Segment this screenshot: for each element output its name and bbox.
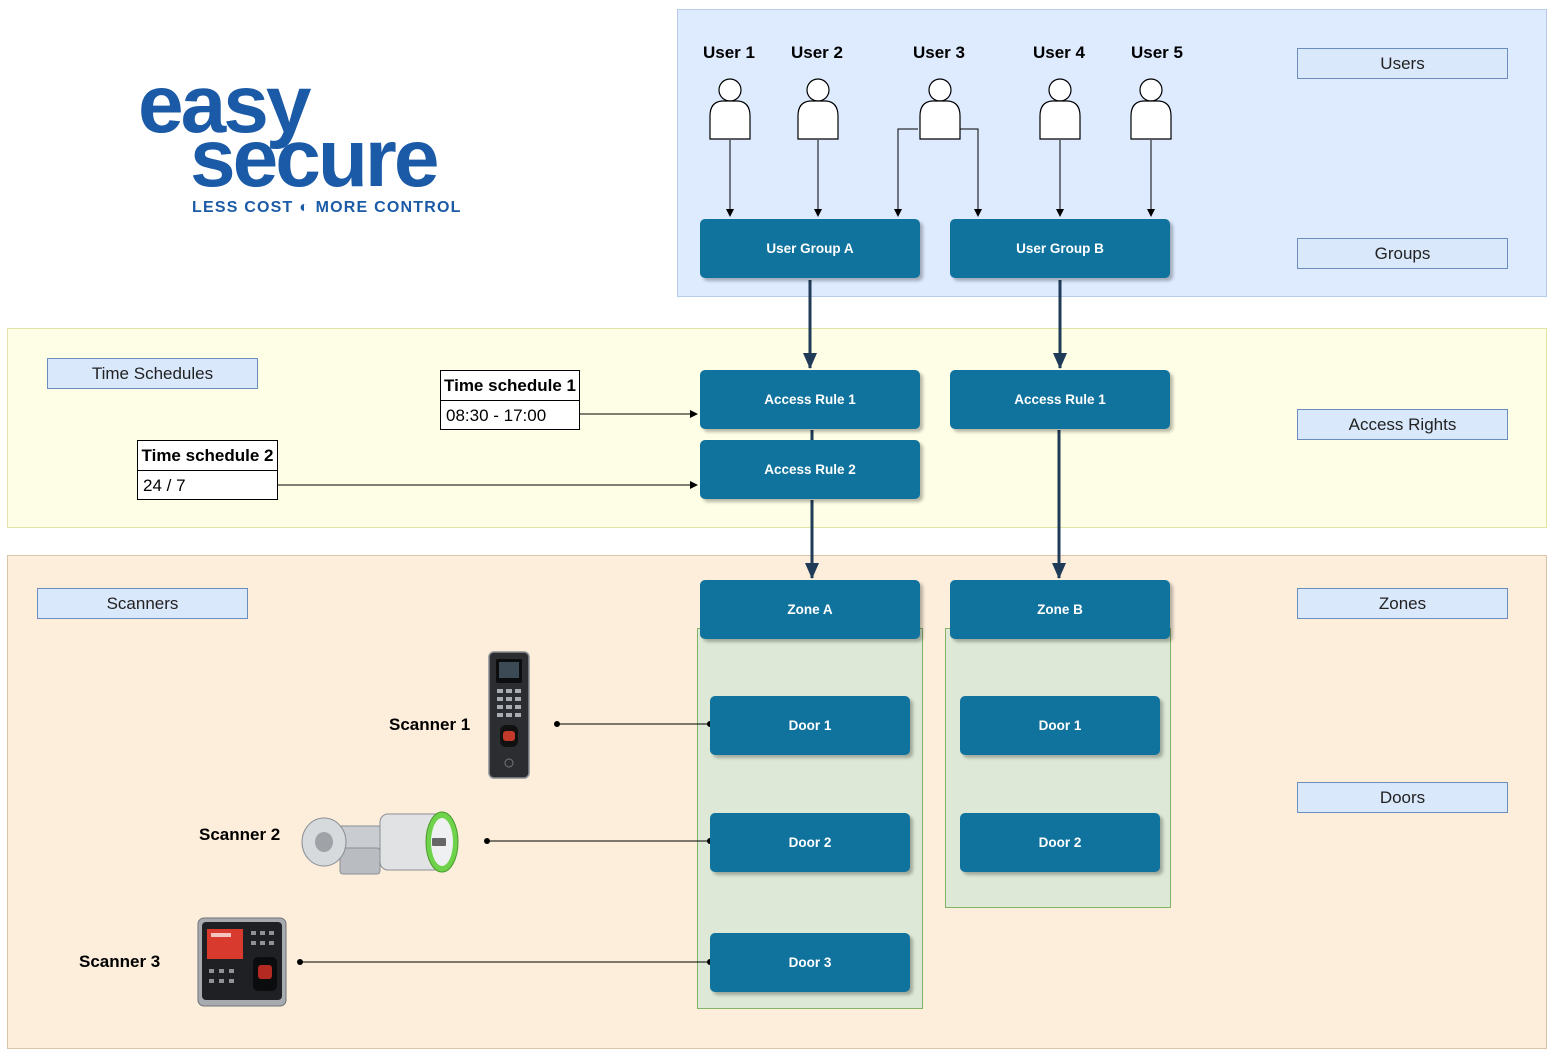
access-rule-1-b-node[interactable]: Access Rule 1 bbox=[950, 370, 1170, 429]
logo-text-easy: easy bbox=[138, 59, 311, 150]
scanner-2-label: Scanner 2 bbox=[199, 825, 281, 844]
scanner-2-cylinder-lock-icon[interactable] bbox=[296, 804, 464, 880]
user-4-label: User 4 bbox=[1033, 43, 1085, 62]
access-rights-layer-label: Access Rights bbox=[1297, 409, 1508, 440]
user-5-label: User 5 bbox=[1131, 43, 1183, 62]
user-3-person-icon[interactable] bbox=[918, 76, 962, 140]
zone-b-node[interactable]: Zone B bbox=[950, 580, 1170, 639]
time-schedule-1-value: 08:30 - 17:00 bbox=[446, 405, 547, 425]
time-schedule-2[interactable]: Time schedule 2 24 / 7 bbox=[137, 440, 278, 500]
groups-layer-label: Groups bbox=[1297, 238, 1508, 269]
zone-a-door-3-node[interactable]: Door 3 bbox=[710, 933, 910, 992]
access-rule-1-node[interactable]: Access Rule 1 bbox=[700, 370, 920, 429]
time-schedule-2-name: Time schedule 2 bbox=[138, 441, 277, 471]
scanner-3-label: Scanner 3 bbox=[79, 952, 161, 971]
edge-user3-groupa bbox=[894, 128, 918, 217]
edge-scanner2-start-dot bbox=[484, 838, 490, 844]
user-group-b-node[interactable]: User Group B bbox=[950, 219, 1170, 278]
user-group-a-node[interactable]: User Group A bbox=[700, 219, 920, 278]
users-layer-label: Users bbox=[1297, 48, 1508, 79]
doors-layer-label: Doors bbox=[1297, 782, 1508, 813]
zone-a-door-2-node[interactable]: Door 2 bbox=[710, 813, 910, 872]
scanner-1-label: Scanner 1 bbox=[389, 715, 471, 734]
user-5-person-icon[interactable] bbox=[1129, 76, 1173, 140]
time-schedules-layer-label: Time Schedules bbox=[47, 358, 258, 389]
scanners-layer-label: Scanners bbox=[37, 588, 248, 619]
logo-tagline: LESS COST ◐ MORE CONTROL bbox=[192, 199, 462, 216]
scanner-3-terminal-icon[interactable] bbox=[197, 917, 287, 1007]
edge-scanner1-start-dot bbox=[554, 721, 560, 727]
time-schedule-1[interactable]: Time schedule 1 08:30 - 17:00 bbox=[440, 370, 580, 430]
zone-b-door-1-node[interactable]: Door 1 bbox=[960, 696, 1160, 755]
user-4-person-icon[interactable] bbox=[1038, 76, 1082, 140]
logo-text-secure: secure bbox=[190, 113, 439, 204]
user-2-label: User 2 bbox=[791, 43, 843, 62]
edge-user3-groupb bbox=[960, 128, 982, 217]
user-2-person-icon[interactable] bbox=[796, 76, 840, 140]
edge-scanner3-start-dot bbox=[297, 959, 303, 965]
zone-a-node[interactable]: Zone A bbox=[700, 580, 920, 639]
zone-b-door-2-node[interactable]: Door 2 bbox=[960, 813, 1160, 872]
user-1-label: User 1 bbox=[703, 43, 755, 62]
access-rule-2-node[interactable]: Access Rule 2 bbox=[700, 440, 920, 499]
zones-layer-label: Zones bbox=[1297, 588, 1508, 619]
user-1-person-icon[interactable] bbox=[708, 76, 752, 140]
time-schedule-2-value: 24 / 7 bbox=[143, 475, 186, 495]
easy-secure-logo: easy secure LESS COST ◐ MORE CONTROL bbox=[138, 64, 483, 220]
zone-a-door-1-node[interactable]: Door 1 bbox=[710, 696, 910, 755]
user-3-label: User 3 bbox=[913, 43, 965, 62]
scanner-1-keypad-reader-icon[interactable] bbox=[488, 651, 530, 779]
time-schedule-1-name: Time schedule 1 bbox=[441, 371, 579, 401]
